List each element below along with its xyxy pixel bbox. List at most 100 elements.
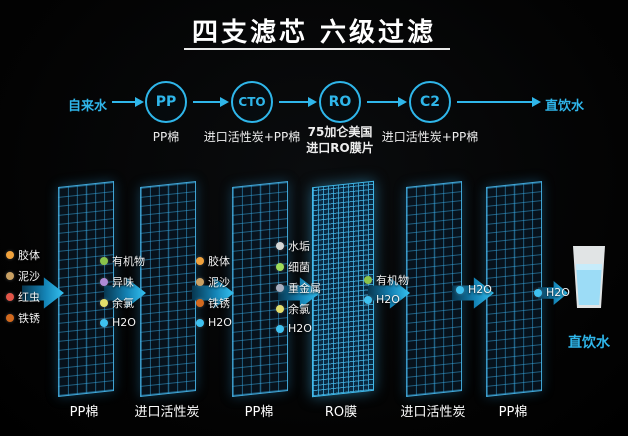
particle-label: H2O: [546, 286, 570, 299]
stage-abbr-cto: CTO: [238, 95, 266, 109]
particle-item: 铁锈: [6, 310, 40, 326]
particle-label: 有机物: [376, 274, 409, 287]
panel-label-ro: RO膜: [324, 405, 358, 420]
stage-circle-c2: C2: [409, 81, 451, 123]
particle-item: 有机物: [100, 253, 145, 269]
particle-item: 异味: [100, 274, 145, 290]
particle-icon: [100, 299, 108, 307]
stage-circle-pp: PP: [145, 81, 187, 123]
particle-icon: [6, 314, 14, 322]
particle-icon: [276, 305, 284, 313]
particle-icon: [276, 242, 284, 250]
output-water-label: 直饮水: [568, 335, 610, 351]
particle-icon: [6, 251, 14, 259]
filter-panel-carbon-1: [140, 181, 196, 397]
particle-item: 有机物: [364, 272, 409, 288]
particle-label: 泥沙: [18, 270, 40, 283]
panel-label-carbon-1: 进口活性炭: [134, 405, 200, 420]
particle-label: 有机物: [112, 255, 145, 268]
particle-label: 余氯: [288, 303, 310, 316]
stage-circle-ro: RO: [319, 81, 361, 123]
panel-label-carbon-2: 进口活性炭: [400, 405, 466, 420]
stage-abbr-pp: PP: [155, 94, 177, 110]
particle-group-2: 有机物 异味 余氯 H2O: [100, 253, 145, 329]
particle-item: 重金属: [276, 280, 321, 296]
stage-abbr-c2: C2: [419, 94, 440, 110]
flow-arrow-icon: [112, 97, 144, 107]
particle-icon: [276, 284, 284, 292]
particle-icon: [364, 295, 372, 304]
particle-icon: [100, 318, 108, 327]
stage-caption-pp: PP棉: [152, 130, 180, 144]
particle-icon: [276, 324, 284, 333]
stage-circle-cto: CTO: [231, 81, 273, 123]
particle-group-7: H2O: [534, 286, 570, 299]
stage-caption-cto: 进口活性炭+PP棉: [203, 130, 301, 144]
particle-label: H2O: [288, 322, 312, 335]
particle-label: 余氯: [112, 297, 134, 310]
particle-item: 红虫: [6, 289, 40, 305]
particle-icon: [196, 278, 204, 286]
title-underline: [184, 48, 450, 50]
particle-icon: [100, 278, 108, 286]
panel-label-pp-1: PP棉: [69, 405, 99, 420]
particle-label: H2O: [468, 283, 492, 296]
particle-label: 铁锈: [18, 312, 40, 325]
flow-arrow-icon: [457, 97, 541, 107]
particle-icon: [196, 318, 204, 327]
particle-label: 重金属: [288, 282, 321, 295]
particle-icon: [196, 299, 204, 307]
particle-group-3: 胶体 泥沙 铁锈 H2O: [196, 253, 232, 329]
particle-label: 泥沙: [208, 276, 230, 289]
particle-item: 泥沙: [196, 274, 232, 290]
particle-item: 泥沙: [6, 268, 40, 284]
particle-item: H2O: [100, 316, 145, 329]
particle-label: H2O: [208, 316, 232, 329]
particle-label: 水垢: [288, 240, 310, 253]
stage-caption-ro: 75加仑美国 进口RO膜片: [306, 125, 374, 155]
particle-label: 异味: [112, 276, 134, 289]
particle-item: 余氯: [100, 295, 145, 311]
particle-label: 细菌: [288, 261, 310, 274]
particle-icon: [6, 293, 14, 301]
particle-icon: [100, 257, 108, 265]
stage-abbr-ro: RO: [328, 94, 352, 110]
particle-label: 胶体: [208, 255, 230, 268]
particle-item: H2O: [364, 293, 409, 306]
particle-icon: [456, 285, 464, 294]
particle-item: 胶体: [6, 247, 40, 263]
particle-item: H2O: [196, 316, 232, 329]
particle-item: 细菌: [276, 259, 321, 275]
flow-arrow-icon: [193, 97, 229, 107]
particle-item: 铁锈: [196, 295, 232, 311]
flow-arrow-icon: [367, 97, 407, 107]
flow-destination-label: 直饮水: [545, 99, 585, 114]
particle-icon: [534, 288, 542, 297]
particle-group-6: H2O: [456, 283, 492, 296]
particle-group-1: 胶体 泥沙 红虫 铁锈: [6, 247, 40, 326]
particle-icon: [364, 276, 372, 284]
particle-item: 余氯: [276, 301, 321, 317]
flow-source-label: 自来水: [68, 99, 108, 114]
particle-group-4: 水垢 细菌 重金属 余氯 H2O: [276, 238, 321, 335]
particle-label: H2O: [112, 316, 136, 329]
particle-label: 铁锈: [208, 297, 230, 310]
particle-item: H2O: [456, 283, 492, 296]
particle-item: H2O: [534, 286, 570, 299]
particle-label: H2O: [376, 293, 400, 306]
stage-caption-c2: 进口活性炭+PP棉: [381, 130, 479, 144]
water-glass-icon: [573, 246, 605, 308]
panel-label-pp-3: PP棉: [498, 405, 528, 420]
particle-label: 胶体: [18, 249, 40, 262]
particle-group-5: 有机物 H2O: [364, 272, 409, 306]
page-title: 四支滤芯 六级过滤: [191, 18, 437, 48]
particle-item: H2O: [276, 322, 321, 335]
particle-icon: [6, 272, 14, 280]
panel-label-pp-2: PP棉: [244, 405, 274, 420]
particle-item: 胶体: [196, 253, 232, 269]
flow-arrow-icon: [279, 97, 317, 107]
particle-icon: [276, 263, 284, 271]
particle-icon: [196, 257, 204, 265]
particle-item: 水垢: [276, 238, 321, 254]
